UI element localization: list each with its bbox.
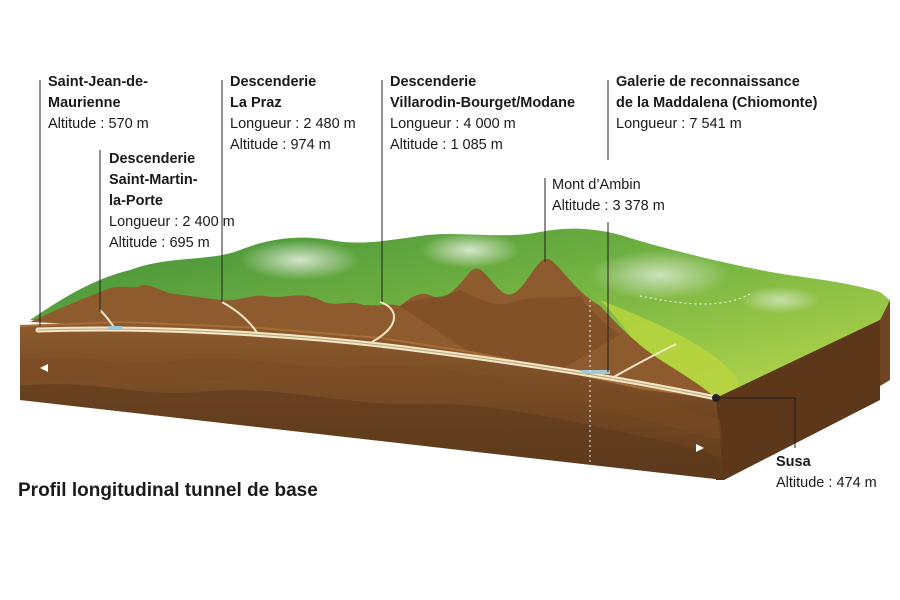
- label-villarodin-name-2: Villarodin-Bourget/Modane: [390, 95, 576, 111]
- label-maddalena-name-1: Galerie de reconnaissance: [616, 74, 800, 90]
- label-saint-martin-name-2: Saint-Martin-: [109, 172, 198, 188]
- label-saint-martin-name-3: la-Porte: [109, 193, 163, 209]
- label-saint-jean-altitude: Altitude : 570 m: [48, 116, 149, 132]
- label-saint-martin-length: Longueur : 2 400 m: [109, 214, 235, 230]
- label-maddalena: Galerie de reconnaissance de la Maddalen…: [616, 72, 817, 135]
- label-la-praz-name-2: La Praz: [230, 95, 282, 111]
- arrow-left-icon: [40, 364, 48, 372]
- galerie-maddalena: [611, 343, 677, 379]
- label-la-praz: Descenderie La Praz Longueur : 2 480 m A…: [230, 72, 356, 156]
- label-villarodin: Descenderie Villarodin-Bourget/Modane Lo…: [390, 72, 575, 156]
- arrow-right-icon: [696, 444, 704, 452]
- label-maddalena-length: Longueur : 7 541 m: [616, 116, 742, 132]
- descenderie-villarodin: [371, 301, 395, 343]
- label-villarodin-name-1: Descenderie: [390, 74, 477, 90]
- label-saint-martin: Descenderie Saint-Martin- la-Porte Longu…: [109, 149, 235, 254]
- label-saint-jean-name-1: Saint-Jean-de-: [48, 74, 148, 90]
- label-villarodin-altitude: Altitude : 1 085 m: [390, 137, 503, 153]
- label-maddalena-name-2: de la Maddalena (Chiomonte): [616, 95, 818, 111]
- label-saint-martin-name-1: Descenderie: [109, 151, 196, 167]
- label-la-praz-altitude: Altitude : 974 m: [230, 137, 331, 153]
- label-saint-jean-name-2: Maurienne: [48, 95, 121, 111]
- label-saint-martin-altitude: Altitude : 695 m: [109, 235, 210, 251]
- label-villarodin-length: Longueur : 4 000 m: [390, 116, 516, 132]
- label-la-praz-length: Longueur : 2 480 m: [230, 116, 356, 132]
- label-susa: Susa Altitude : 474 m: [776, 452, 877, 494]
- label-ambin: Mont d’Ambin Altitude : 3 378 m: [552, 175, 665, 217]
- label-la-praz-name-1: Descenderie: [230, 74, 317, 90]
- label-ambin-name: Mont d’Ambin: [552, 177, 641, 193]
- label-ambin-altitude: Altitude : 3 378 m: [552, 198, 665, 214]
- valley-slope: [600, 300, 739, 398]
- diagram-title: Profil longitudinal tunnel de base: [18, 480, 318, 501]
- label-susa-altitude: Altitude : 474 m: [776, 475, 877, 491]
- descenderie-la-praz: [221, 301, 259, 335]
- label-saint-jean: Saint-Jean-de- Maurienne Altitude : 570 …: [48, 72, 149, 135]
- leader-lines: [39, 80, 796, 448]
- ridge-shadow: [400, 290, 620, 370]
- label-susa-name: Susa: [776, 454, 811, 470]
